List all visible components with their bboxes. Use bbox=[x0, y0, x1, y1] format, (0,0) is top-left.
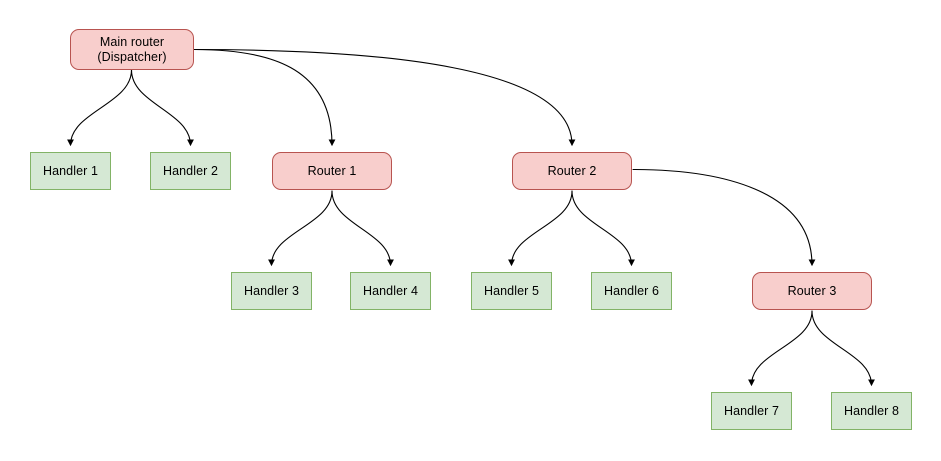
node-handler-2[interactable]: Handler 2 bbox=[150, 152, 231, 190]
node-label-handler-4: Handler 4 bbox=[362, 283, 419, 298]
node-label-handler-8: Handler 8 bbox=[843, 403, 900, 418]
edge-main-router-to-router-2 bbox=[193, 48, 576, 147]
edge-router-1-to-handler-4 bbox=[331, 190, 395, 267]
node-router-2[interactable]: Router 2 bbox=[512, 152, 632, 190]
edge-router-3-to-handler-8 bbox=[811, 310, 876, 387]
edge-main-router-to-handler-2 bbox=[130, 69, 195, 147]
node-label-handler-1: Handler 1 bbox=[42, 163, 99, 178]
node-handler-4[interactable]: Handler 4 bbox=[350, 272, 431, 310]
node-handler-5[interactable]: Handler 5 bbox=[471, 272, 552, 310]
node-router-1[interactable]: Router 1 bbox=[272, 152, 392, 190]
node-handler-7[interactable]: Handler 7 bbox=[711, 392, 792, 430]
node-handler-8[interactable]: Handler 8 bbox=[831, 392, 912, 430]
node-label-handler-6: Handler 6 bbox=[603, 283, 660, 298]
edge-router-3-to-handler-7 bbox=[747, 310, 813, 387]
node-label-handler-3: Handler 3 bbox=[243, 283, 300, 298]
edge-main-router-to-handler-1 bbox=[66, 69, 133, 147]
node-label-handler-2: Handler 2 bbox=[162, 163, 219, 178]
edge-router-2-to-router-3 bbox=[632, 168, 816, 267]
node-handler-1[interactable]: Handler 1 bbox=[30, 152, 111, 190]
node-label-router-1: Router 1 bbox=[307, 163, 357, 178]
node-label-router-2: Router 2 bbox=[547, 163, 597, 178]
node-label-router-3: Router 3 bbox=[787, 283, 837, 298]
edge-router-1-to-handler-3 bbox=[267, 190, 333, 267]
edge-main-router-to-router-1 bbox=[193, 48, 336, 147]
node-handler-3[interactable]: Handler 3 bbox=[231, 272, 312, 310]
node-main-router[interactable]: Main router (Dispatcher) bbox=[70, 29, 194, 70]
node-handler-6[interactable]: Handler 6 bbox=[591, 272, 672, 310]
edge-router-2-to-handler-6 bbox=[571, 190, 636, 267]
edges-group bbox=[66, 48, 876, 387]
node-router-3[interactable]: Router 3 bbox=[752, 272, 872, 310]
node-label-main-router: Main router (Dispatcher) bbox=[97, 34, 167, 64]
node-label-handler-5: Handler 5 bbox=[483, 283, 540, 298]
node-label-handler-7: Handler 7 bbox=[723, 403, 780, 418]
edge-router-2-to-handler-5 bbox=[507, 190, 573, 267]
